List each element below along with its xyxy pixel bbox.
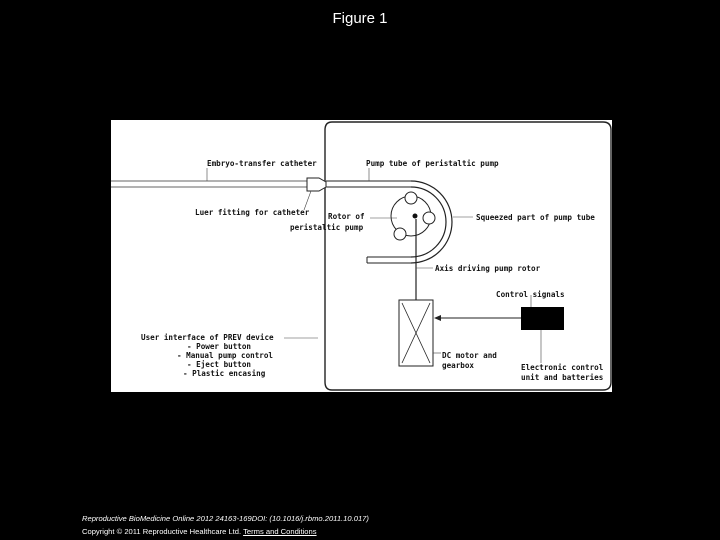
rotor-hub: [412, 213, 418, 219]
label-squeezed-tube: Squeezed part of pump tube: [476, 213, 595, 222]
label-ui-3: - Manual pump control: [177, 351, 273, 360]
label-rotor-1: Rotor of: [328, 212, 365, 221]
luer-fitting: [306, 177, 327, 192]
device-diagram: Embryo-transfer catheter Pump tube of pe…: [111, 120, 612, 392]
terms-and-conditions-link[interactable]: Terms and Conditions: [243, 527, 317, 536]
label-axis: Axis driving pump rotor: [435, 264, 541, 273]
label-luer-fitting: Luer fitting for catheter: [195, 208, 310, 217]
label-catheter: Embryo-transfer catheter: [207, 159, 317, 168]
rotor-roller-left: [393, 227, 407, 241]
pump-tube-arc-inner: [410, 186, 447, 258]
device-housing: [324, 121, 612, 391]
figure-citation: Reproductive BioMedicine Online 2012 241…: [82, 514, 369, 523]
leader-luer: [303, 190, 312, 211]
label-rotor-2: peristaltic pump: [290, 223, 364, 232]
label-ui-4: - Eject button: [187, 360, 251, 369]
electronic-control-unit: [521, 307, 564, 330]
label-control-signals: Control signals: [496, 290, 565, 299]
rotor-roller-top: [404, 191, 418, 205]
diagram-canvas: Embryo-transfer catheter Pump tube of pe…: [111, 121, 612, 391]
dc-motor-cross-2: [401, 302, 431, 364]
copyright-text: Copyright © 2011 Reproductive Healthcare…: [82, 527, 242, 536]
pump-tube-arc-outer: [410, 180, 453, 264]
label-motor-1: DC motor and: [442, 351, 497, 360]
label-pump-tube: Pump tube of peristaltic pump: [366, 159, 499, 168]
control-signal-arrowhead: [434, 315, 441, 321]
slide-title: Figure 1: [332, 10, 388, 27]
copyright-line: Copyright © 2011 Reproductive Healthcare…: [82, 527, 317, 536]
label-ecu-2: unit and batteries: [521, 373, 603, 382]
label-ui-2: - Power button: [187, 342, 251, 351]
label-ui-5: - Plastic encasing: [183, 369, 266, 378]
label-ui-1: User interface of PREV device: [141, 333, 274, 342]
label-ecu-1: Electronic control: [521, 363, 604, 372]
rotor-roller-right: [422, 211, 436, 225]
label-motor-2: gearbox: [442, 361, 474, 370]
